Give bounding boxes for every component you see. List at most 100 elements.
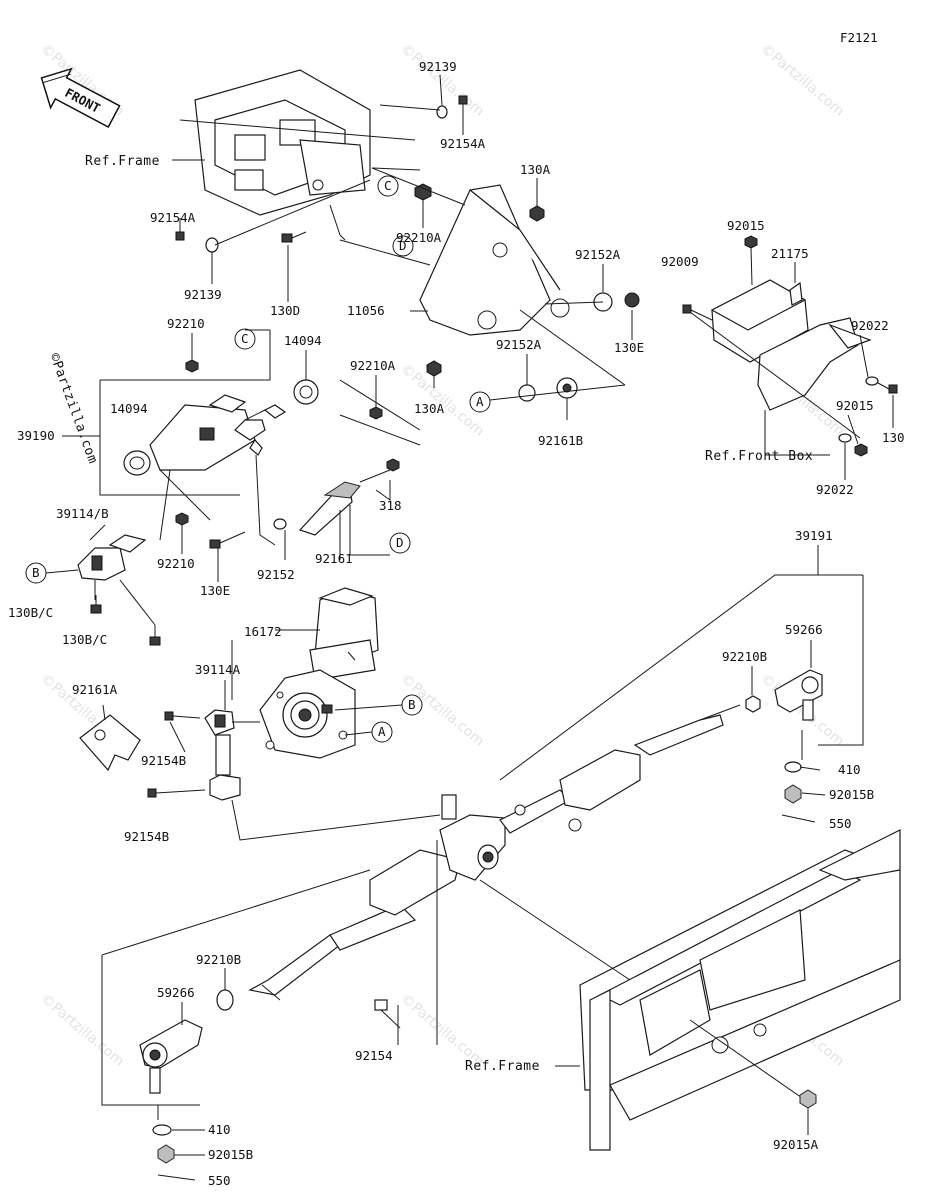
front-box-group bbox=[689, 279, 872, 456]
callout-C-mid: C bbox=[234, 328, 256, 350]
label-92152: 92152 bbox=[257, 567, 295, 582]
washer-410-right bbox=[784, 761, 802, 773]
label-92022: 92022 bbox=[851, 318, 889, 333]
callout-D-low: D bbox=[389, 532, 411, 554]
label-92154A: 92154A bbox=[440, 136, 486, 151]
label-14094: 14094 bbox=[110, 401, 148, 416]
watermark: ©Partzilla.com bbox=[757, 41, 847, 120]
label-39191: 39191 bbox=[795, 528, 833, 543]
intermediate-shaft-39114A bbox=[204, 680, 241, 801]
part-labels: 92139 92154A 130A 92154A 92210A 92139 13… bbox=[8, 59, 905, 1188]
nut-130E-right bbox=[624, 292, 640, 308]
label-92161B: 92161B bbox=[538, 433, 583, 448]
label-550: 550 bbox=[829, 816, 852, 831]
label-59266: 59266 bbox=[157, 985, 195, 1000]
ref-frame-bottom: Ref.Frame bbox=[465, 1059, 540, 1074]
label-92015: 92015 bbox=[836, 398, 874, 413]
bolt-92154A-top bbox=[458, 95, 468, 112]
lever-92161 bbox=[298, 481, 361, 536]
callout-A-unit: A bbox=[371, 721, 393, 743]
label-92009: 92009 bbox=[661, 254, 699, 269]
label-130E: 130E bbox=[200, 583, 230, 598]
label-130A: 130A bbox=[414, 401, 445, 416]
bolt-92154A-left bbox=[175, 226, 185, 241]
nut-92015A bbox=[799, 1089, 817, 1109]
label-92015A: 92015A bbox=[773, 1137, 819, 1152]
label-92154: 92154 bbox=[355, 1048, 393, 1063]
label-92210B: 92210B bbox=[196, 952, 241, 967]
bolt-92009 bbox=[682, 304, 713, 321]
power-steering-unit-16172 bbox=[259, 587, 379, 759]
label-39114B: 39114/B bbox=[56, 506, 109, 521]
callout-A-top: A bbox=[469, 391, 491, 413]
watermark: ©Partzilla.com bbox=[397, 991, 487, 1070]
label-39190: 39190 bbox=[17, 428, 55, 443]
ref-front-box: Ref.Front Box bbox=[705, 449, 813, 464]
callout-B-unit: B bbox=[401, 694, 423, 716]
label-92161A: 92161A bbox=[72, 682, 118, 697]
label-318: 318 bbox=[379, 498, 402, 513]
diagram-code: F2121 bbox=[840, 30, 878, 45]
plate-92161A bbox=[79, 714, 141, 772]
bolt-92154B-b bbox=[147, 788, 206, 798]
label-92154A: 92154A bbox=[150, 210, 196, 225]
label-21175: 21175 bbox=[771, 246, 809, 261]
washer-92022-a bbox=[865, 376, 879, 386]
steering-column-assembly bbox=[99, 329, 421, 546]
callout-letter: A bbox=[476, 394, 484, 409]
label-130D: 130D bbox=[270, 303, 300, 318]
washer-92152 bbox=[273, 518, 287, 530]
nut-92210B-right bbox=[745, 695, 761, 713]
copyright-text: ©Partzilla.com bbox=[46, 351, 100, 466]
callout-letter: A bbox=[378, 724, 386, 739]
label-16172: 16172 bbox=[244, 624, 282, 639]
label-ticks bbox=[169, 74, 894, 1156]
callout-letter: B bbox=[32, 565, 40, 580]
washer-92152A-mid bbox=[518, 384, 536, 402]
label-92161: 92161 bbox=[315, 551, 353, 566]
label-550: 550 bbox=[208, 1173, 231, 1188]
label-92210A: 92210A bbox=[350, 358, 396, 373]
callout-letter: B bbox=[408, 697, 416, 712]
washer-410-left bbox=[152, 1124, 172, 1136]
label-410: 410 bbox=[208, 1122, 231, 1137]
label-130E: 130E bbox=[614, 340, 644, 355]
label-130BC: 130B/C bbox=[8, 605, 53, 620]
label-92015B: 92015B bbox=[208, 1147, 253, 1162]
callout-D-top: D bbox=[392, 235, 414, 257]
nut-92210B-left bbox=[216, 989, 234, 1011]
label-92210: 92210 bbox=[157, 556, 195, 571]
label-92210B: 92210B bbox=[722, 649, 767, 664]
nut-92210A-mid bbox=[369, 406, 383, 420]
watermark: ©Partzilla.com bbox=[37, 991, 127, 1070]
nut-130A-mid bbox=[426, 360, 442, 377]
leader-lines bbox=[172, 104, 633, 420]
bolt-92154B-a bbox=[164, 711, 201, 721]
label-92154B: 92154B bbox=[141, 753, 186, 768]
callout-letter: D bbox=[399, 238, 407, 253]
label-410: 410 bbox=[838, 762, 861, 777]
label-92210: 92210 bbox=[167, 316, 205, 331]
label-130: 130 bbox=[882, 430, 905, 445]
callout-C-top: C bbox=[377, 175, 399, 197]
nut-92210-low bbox=[175, 512, 189, 526]
tie-rod-end-59266-right bbox=[774, 669, 823, 721]
bolt-130D bbox=[281, 231, 307, 243]
bolt-130BC-a bbox=[90, 595, 102, 614]
callout-letter: C bbox=[241, 331, 249, 346]
nut-92210A-top bbox=[414, 183, 432, 201]
nut-318 bbox=[386, 458, 400, 472]
label-92022: 92022 bbox=[816, 482, 854, 497]
bolt-130-box bbox=[877, 382, 898, 394]
label-130A: 130A bbox=[520, 162, 551, 177]
label-92154B: 92154B bbox=[124, 829, 169, 844]
universal-joint-39114B bbox=[77, 524, 156, 626]
nut-92015-box bbox=[744, 235, 758, 249]
washer-92022-b bbox=[838, 433, 852, 443]
label-130BC: 130B/C bbox=[62, 632, 107, 647]
label-92139: 92139 bbox=[419, 59, 457, 74]
callout-letter: C bbox=[384, 178, 392, 193]
nut-130A-top bbox=[529, 205, 545, 222]
